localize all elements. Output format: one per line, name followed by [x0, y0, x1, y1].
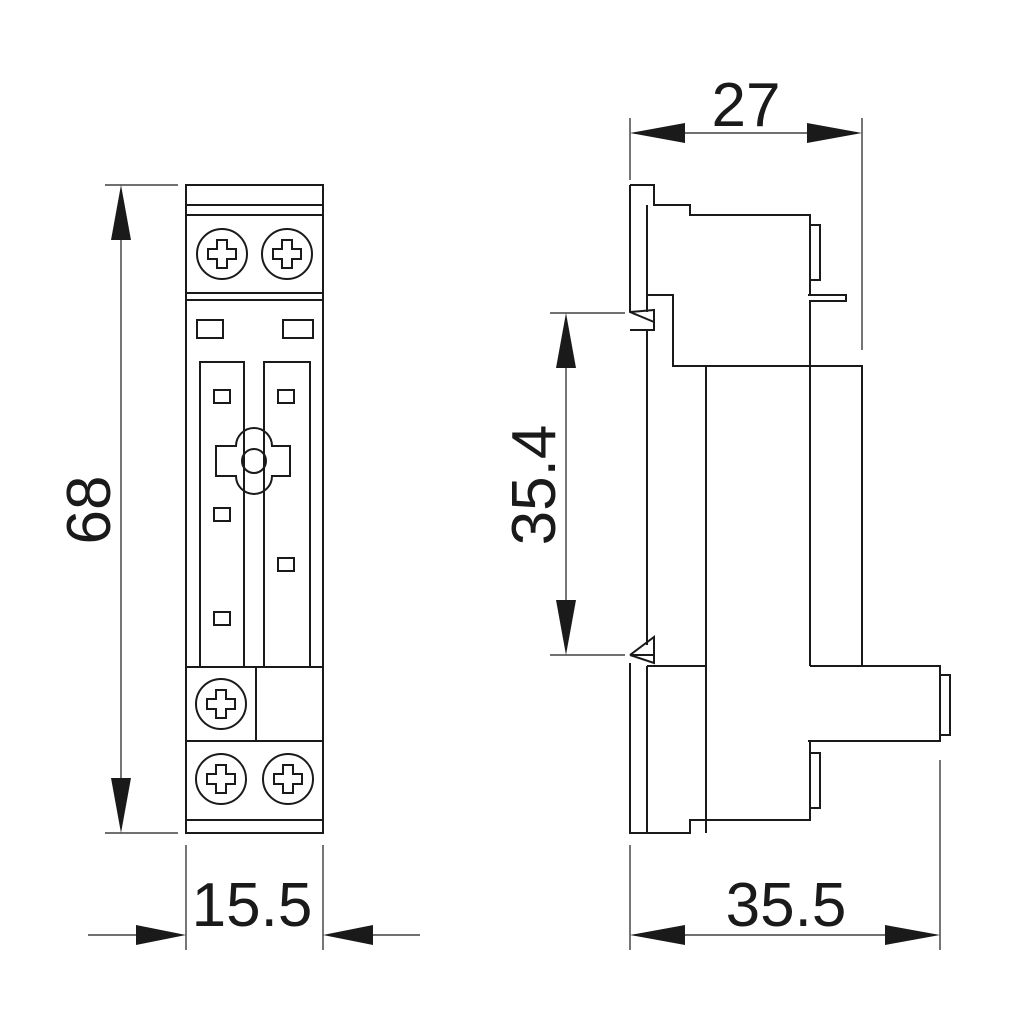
screw-icon — [262, 753, 314, 805]
dimension-top-side: 27 — [629, 71, 863, 350]
dimension-label-35-5: 35.5 — [726, 871, 847, 940]
dimension-label-15-5: 15.5 — [192, 871, 313, 940]
screw-icon — [195, 678, 247, 730]
side-view — [629, 184, 951, 834]
screw-icon — [196, 228, 248, 280]
dimension-width-front: 15.5 — [88, 845, 420, 950]
dimension-label-68: 68 — [55, 476, 124, 545]
screw-icon — [261, 228, 313, 280]
contact-strip-left — [199, 361, 245, 668]
dimension-label-27: 27 — [712, 71, 781, 140]
dimension-bottom-side: 35.5 — [629, 760, 941, 950]
front-body-outline — [185, 184, 324, 834]
side-body-outline — [629, 184, 811, 834]
screw-icon — [195, 753, 247, 805]
dimension-rail-side: 35.4 — [500, 312, 625, 656]
latch-icon — [215, 427, 291, 495]
dimension-height-front: 68 — [55, 184, 178, 834]
contact-strip-right — [263, 361, 311, 668]
dimension-label-35-4: 35.4 — [500, 425, 569, 546]
front-view — [185, 184, 324, 834]
